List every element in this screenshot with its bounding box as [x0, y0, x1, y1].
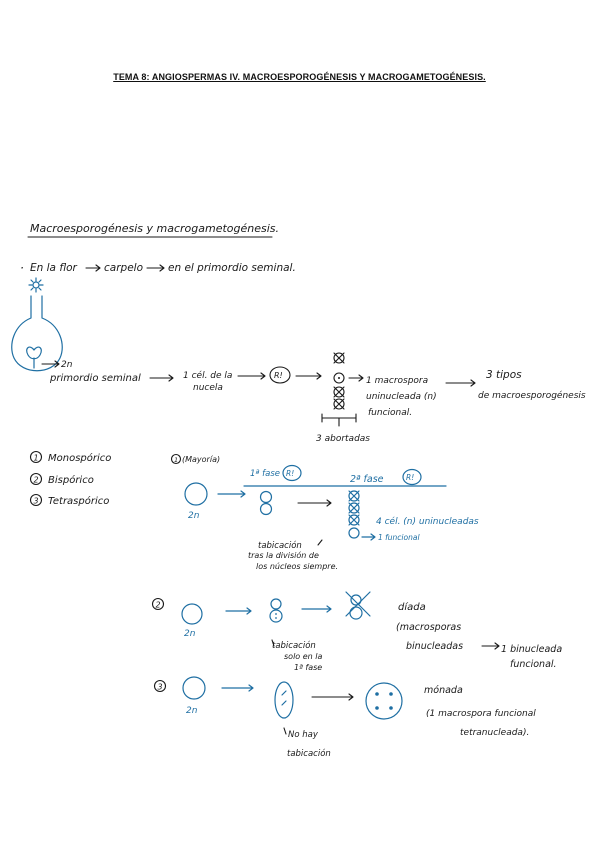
- arrow-icon: [149, 374, 174, 382]
- mono-fase1: 1ª fase: [250, 469, 280, 479]
- monad-icon: [365, 682, 403, 720]
- cell-2n: [182, 676, 206, 700]
- number-badge: [29, 450, 43, 464]
- bi-result-line1: 1 binucleada: [501, 644, 562, 655]
- page-title: TEMA 8: ANGIOSPERMAS IV. MACROESPOROGÉNE…: [113, 72, 486, 82]
- bi-tab-line2: solo en la: [284, 652, 322, 661]
- dyad-cell: [269, 609, 283, 623]
- flow-cel-line1: 1 cél. de la: [183, 370, 232, 381]
- arrow-icon: [225, 607, 252, 615]
- arrow-icon: [221, 684, 254, 692]
- flow-macro-line2: uninucleada (n): [366, 392, 437, 402]
- meiosis-badge: [402, 468, 422, 486]
- bi-diada: díada: [398, 601, 426, 613]
- carpel-drawing-icon: [11, 277, 63, 372]
- arrow-icon: [361, 533, 376, 541]
- arrow-icon: [445, 379, 476, 387]
- arrow-icon: [217, 490, 246, 498]
- mono-note: (Mayoría): [182, 455, 220, 464]
- tetra-notab-line1: No hay: [288, 730, 319, 740]
- tetra-monada: mónada: [424, 685, 463, 696]
- arrow-icon: [481, 642, 500, 650]
- type-tetrasporico: Tetraspórico: [48, 495, 109, 507]
- mono-tab-line1: tabicación: [258, 540, 302, 551]
- dyad-cell: [259, 502, 273, 516]
- pointer-mark: [283, 727, 287, 735]
- tetra-mac-line2: tetranucleada).: [460, 728, 529, 738]
- svg-text:R!: R!: [406, 473, 414, 482]
- intro-bullet: ·: [20, 261, 24, 275]
- mono-fase2: 2ª fase: [350, 474, 384, 485]
- arrow-icon: [237, 372, 266, 380]
- svg-text:2n: 2n: [188, 511, 200, 521]
- flow-macro-line1: 1 macrospora: [366, 376, 428, 386]
- arrow-icon: [146, 264, 165, 272]
- types-list: 1 Monospórico 2 Bispórico 3 Tetraspórico: [29, 450, 111, 507]
- cell-2n: [181, 603, 203, 625]
- type-bisporico: Bispórico: [48, 474, 94, 486]
- mono-tab-line2: tras la división de: [248, 550, 319, 560]
- flow-abortadas: 3 abortadas: [316, 434, 370, 444]
- dyad-cell: [259, 490, 273, 504]
- meiosis-badge: [282, 464, 302, 482]
- dyad-cell: [270, 598, 282, 610]
- arrow-icon: [311, 693, 354, 701]
- svg-text:3: 3: [158, 683, 163, 692]
- svg-text:2: 2: [34, 476, 39, 485]
- type-monosporico: Monospórico: [48, 452, 111, 464]
- number-badge: [151, 597, 165, 611]
- svg-text:2n: 2n: [186, 706, 198, 716]
- tetra-notab-line2: tabicación: [287, 748, 331, 759]
- bi-tab-line1: tabicación: [272, 640, 316, 651]
- cell-2n: [184, 482, 208, 506]
- flow-tipos-line2: de macroesporogénesis: [478, 390, 586, 401]
- arrow-icon: [41, 360, 60, 368]
- number-badge: [170, 453, 182, 465]
- arrow-icon: [301, 605, 332, 613]
- svg-text:3: 3: [34, 497, 39, 506]
- meiosis-badge: [269, 366, 291, 384]
- cell-elongated: [274, 681, 294, 719]
- intro-flor: En la flor: [30, 262, 78, 274]
- tetrad-stack-icon: [321, 352, 357, 427]
- mono-funcional: 1 funcional: [378, 533, 420, 542]
- flow-ri: R!: [274, 371, 283, 380]
- intro-carpelo: carpelo: [104, 262, 143, 274]
- arrow-icon: [295, 372, 322, 380]
- number-badge: [29, 493, 43, 507]
- section-heading: Macroesporogénesis y macrogametogénesis.: [30, 222, 279, 235]
- bi-mac-line1: (macrosporas: [396, 622, 461, 633]
- pointer-mark: [317, 539, 323, 546]
- svg-text:1: 1: [174, 456, 178, 464]
- arrow-icon: [348, 374, 364, 382]
- svg-text:2n: 2n: [184, 629, 196, 639]
- mono-cells-label: 4 cél. (n) uninucleadas: [376, 516, 479, 527]
- mono-tab-line3: los núcleos siempre.: [256, 562, 338, 571]
- flow-tipos-line1: 3 tipos: [486, 369, 522, 381]
- aborted-dyad-icon: [345, 591, 371, 620]
- arrow-icon: [85, 264, 101, 272]
- tetrad-icon: [348, 490, 360, 539]
- number-badge: [29, 472, 43, 486]
- flow-macro-line3: funcional.: [368, 408, 412, 418]
- svg-text:R!: R!: [286, 469, 294, 478]
- bi-mac-line2: binucleadas: [406, 641, 463, 652]
- flow-primordio: primordio seminal: [49, 373, 141, 384]
- tetra-mac-line1: (1 macrospora funcional: [426, 709, 536, 719]
- number-badge: [153, 679, 167, 693]
- flow-2n: 2n: [61, 360, 73, 370]
- intro-primordio: en el primordio seminal.: [168, 262, 296, 274]
- bi-result-line2: funcional.: [510, 659, 557, 670]
- svg-text:2: 2: [156, 601, 161, 610]
- flow-cel-line2: nucela: [193, 383, 223, 393]
- pointer-mark: [271, 639, 275, 647]
- svg-text:1: 1: [34, 454, 39, 463]
- bi-tab-line3: 1ª fase: [294, 663, 322, 672]
- arrow-icon: [297, 499, 332, 507]
